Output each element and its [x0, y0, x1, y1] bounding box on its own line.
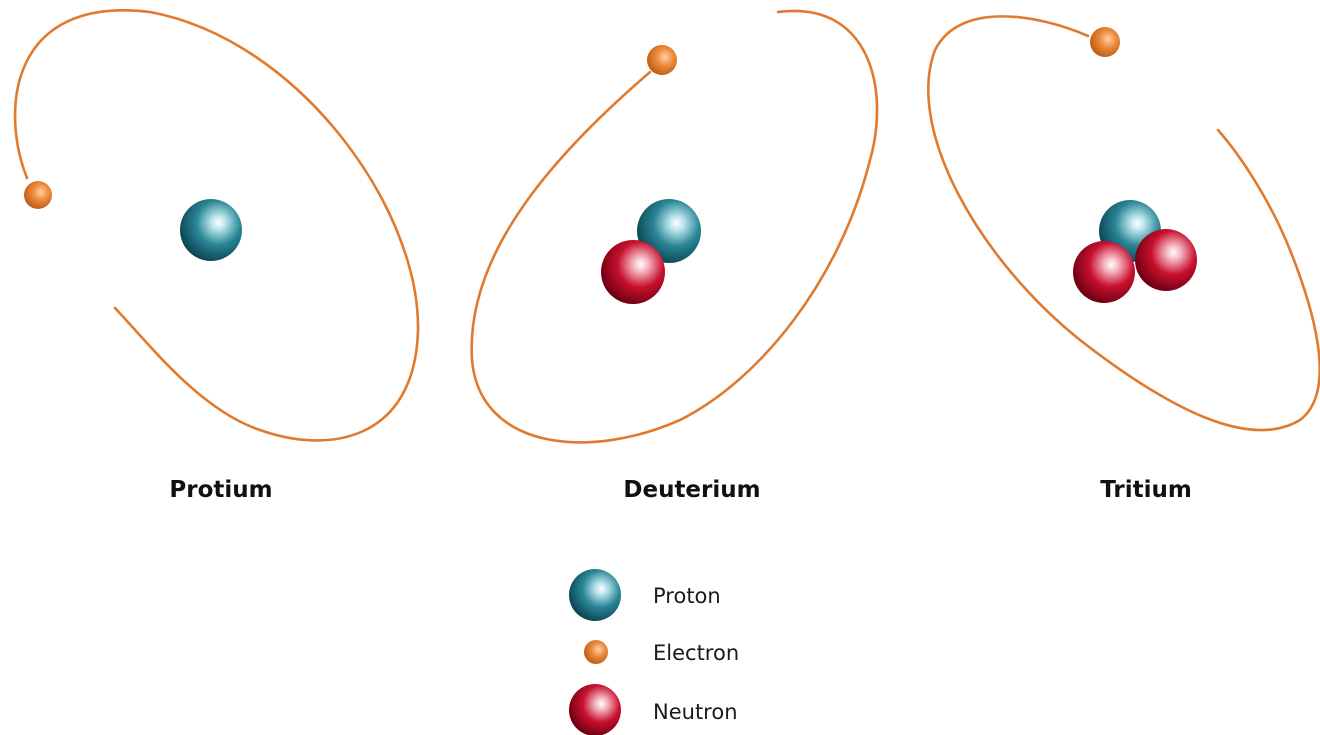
legend: Proton Electron Neutron: [569, 569, 739, 735]
atom-label-protium: Protium: [169, 477, 272, 503]
protium-electron: [24, 181, 52, 209]
legend-electron-label: Electron: [653, 641, 739, 665]
deuterium-orbit: [470, 9, 879, 444]
deuterium-atom: Deuterium: [470, 9, 879, 503]
legend-item-proton: Proton: [569, 569, 721, 621]
legend-item-neutron: Neutron: [569, 684, 738, 735]
deuterium-proton: [637, 199, 701, 263]
tritium-electron: [1090, 27, 1120, 57]
deuterium-electron: [647, 45, 677, 75]
legend-neutron-icon: [569, 684, 621, 735]
atom-label-deuterium: Deuterium: [623, 477, 760, 503]
protium-atom: Protium: [13, 9, 420, 503]
tritium-orbit: [927, 15, 1320, 432]
legend-proton-icon: [569, 569, 621, 621]
tritium-neutron-1: [1073, 241, 1135, 303]
atom-label-tritium: Tritium: [1100, 477, 1192, 503]
protium-proton: [180, 199, 242, 261]
tritium-neutron-2: [1135, 229, 1197, 291]
deuterium-neutron: [601, 240, 665, 304]
legend-proton-label: Proton: [653, 584, 721, 608]
legend-item-electron: Electron: [584, 640, 739, 665]
legend-electron-icon: [584, 640, 608, 664]
tritium-atom: Tritium: [927, 15, 1320, 503]
legend-neutron-label: Neutron: [653, 700, 738, 724]
protium-orbit: [13, 9, 420, 442]
